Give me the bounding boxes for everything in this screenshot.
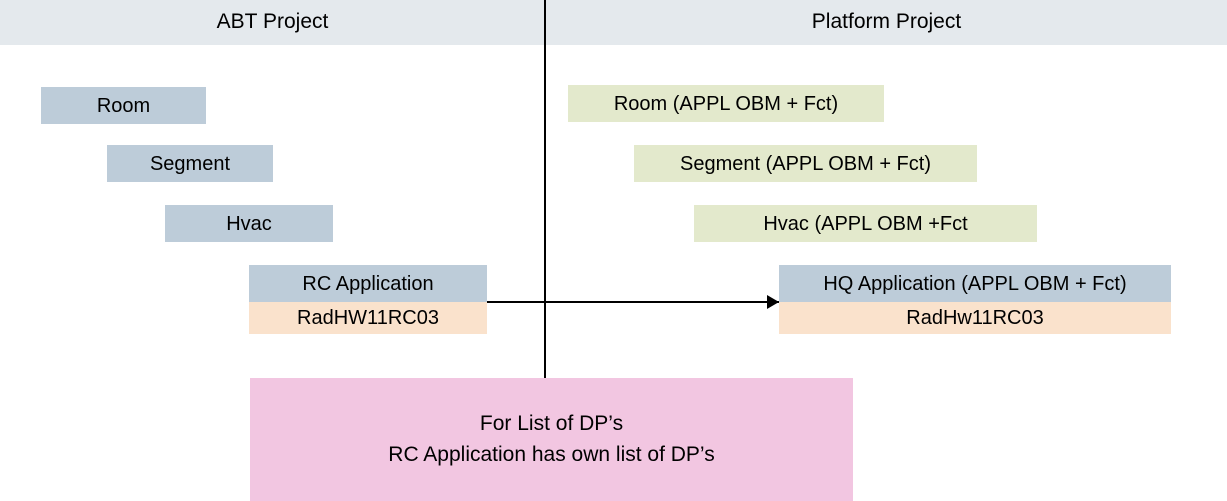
note-line-2: RC Application has own list of DP’s bbox=[388, 442, 715, 466]
node-abt-radhw11rc03[interactable]: RadHW11RC03 bbox=[249, 302, 487, 334]
node-abt-segment[interactable]: Segment bbox=[107, 145, 273, 182]
column-divider bbox=[544, 0, 546, 378]
note-dp-list: For List of DP’s RC Application has own … bbox=[250, 378, 853, 501]
node-platform-segment[interactable]: Segment (APPL OBM + Fct) bbox=[634, 145, 977, 182]
mapping-arrow-head-icon bbox=[767, 295, 779, 309]
node-platform-radhw11rc03[interactable]: RadHw11RC03 bbox=[779, 302, 1171, 334]
note-line-1: For List of DP’s bbox=[479, 412, 624, 436]
node-platform-hvac[interactable]: Hvac (APPL OBM +Fct bbox=[694, 205, 1037, 242]
column-header-platform-project: Platform Project bbox=[811, 10, 962, 33]
column-header-bar bbox=[0, 0, 1227, 45]
node-platform-room[interactable]: Room (APPL OBM + Fct) bbox=[568, 85, 884, 122]
node-abt-hvac[interactable]: Hvac bbox=[165, 205, 333, 242]
node-platform-hq-application[interactable]: HQ Application (APPL OBM + Fct) bbox=[779, 265, 1171, 302]
mapping-arrow-line bbox=[487, 301, 779, 303]
node-abt-rc-application[interactable]: RC Application bbox=[249, 265, 487, 302]
column-header-abt-project: ABT Project bbox=[216, 10, 329, 33]
node-abt-room[interactable]: Room bbox=[41, 87, 206, 124]
